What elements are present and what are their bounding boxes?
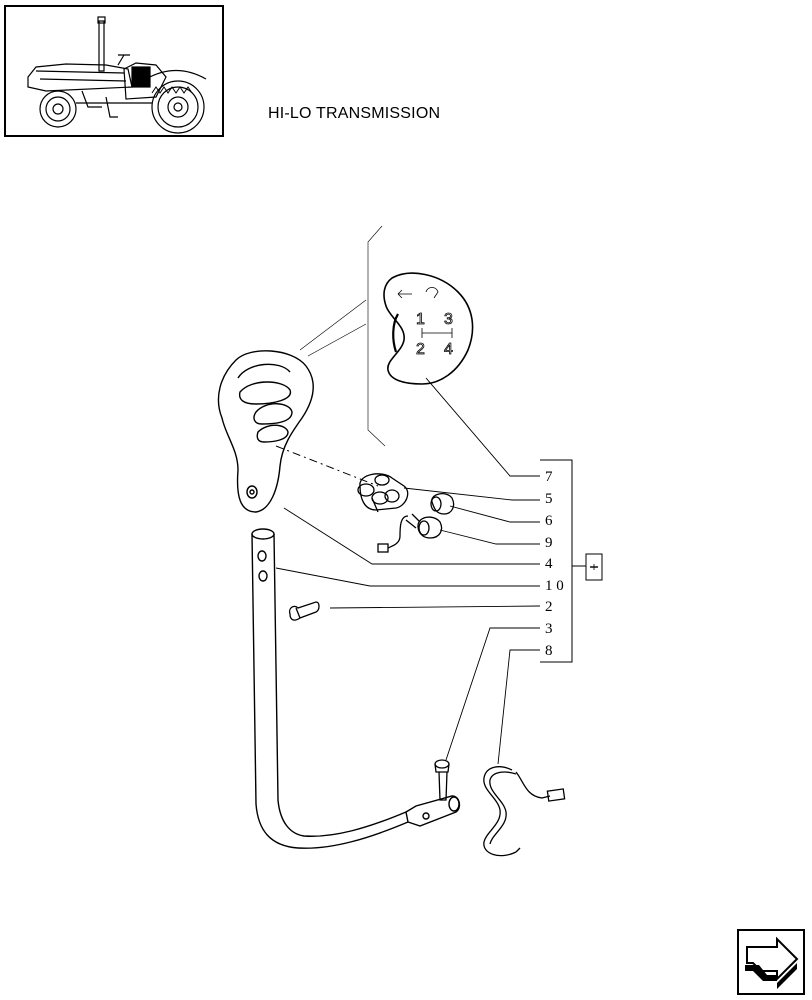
callout-7: 7 (545, 469, 553, 485)
callout-list: 7 5 6 9 4 1 0 2 3 8 (545, 469, 564, 659)
callout-9: 9 (545, 535, 553, 551)
switch-body (357, 473, 409, 513)
reference-box-icon (585, 553, 603, 581)
gear-knob (217, 350, 314, 513)
decal-shift-pattern (397, 287, 453, 338)
tractor-thumbnail (4, 5, 224, 137)
callout-3: 3 (545, 621, 553, 637)
tractor-thumbnail-icon (27, 16, 207, 134)
page-title: HI-LO TRANSMISSION (268, 105, 441, 122)
callout-5: 5 (545, 491, 553, 507)
construction-line (367, 225, 386, 447)
construction-line (307, 323, 367, 357)
bolt (434, 759, 450, 801)
next-page-arrow-icon (737, 929, 805, 995)
gear-decal (383, 272, 474, 385)
next-page-button[interactable] (737, 929, 805, 995)
decal-gear-3: 3 (444, 311, 453, 328)
callout-8: 8 (545, 643, 553, 659)
construction-line (299, 299, 367, 351)
callout-10: 1 0 (545, 578, 564, 594)
callout-4: 4 (545, 556, 553, 572)
gear-lever (251, 528, 461, 849)
leader-lines (275, 377, 541, 765)
decal-gear-numbers: 1 3 2 4 (416, 311, 454, 359)
decal-gear-2: 2 (416, 341, 425, 358)
callout-6: 6 (545, 513, 553, 529)
wired-switch (377, 513, 443, 553)
switch-cap (430, 492, 455, 515)
wiring-harness (483, 766, 566, 857)
assembly-axis (275, 445, 379, 487)
callout-2: 2 (545, 599, 553, 615)
screw (288, 601, 320, 621)
decal-gear-1: 1 (416, 311, 425, 328)
decal-gear-4: 4 (444, 341, 453, 358)
callout-bracket (540, 459, 573, 663)
